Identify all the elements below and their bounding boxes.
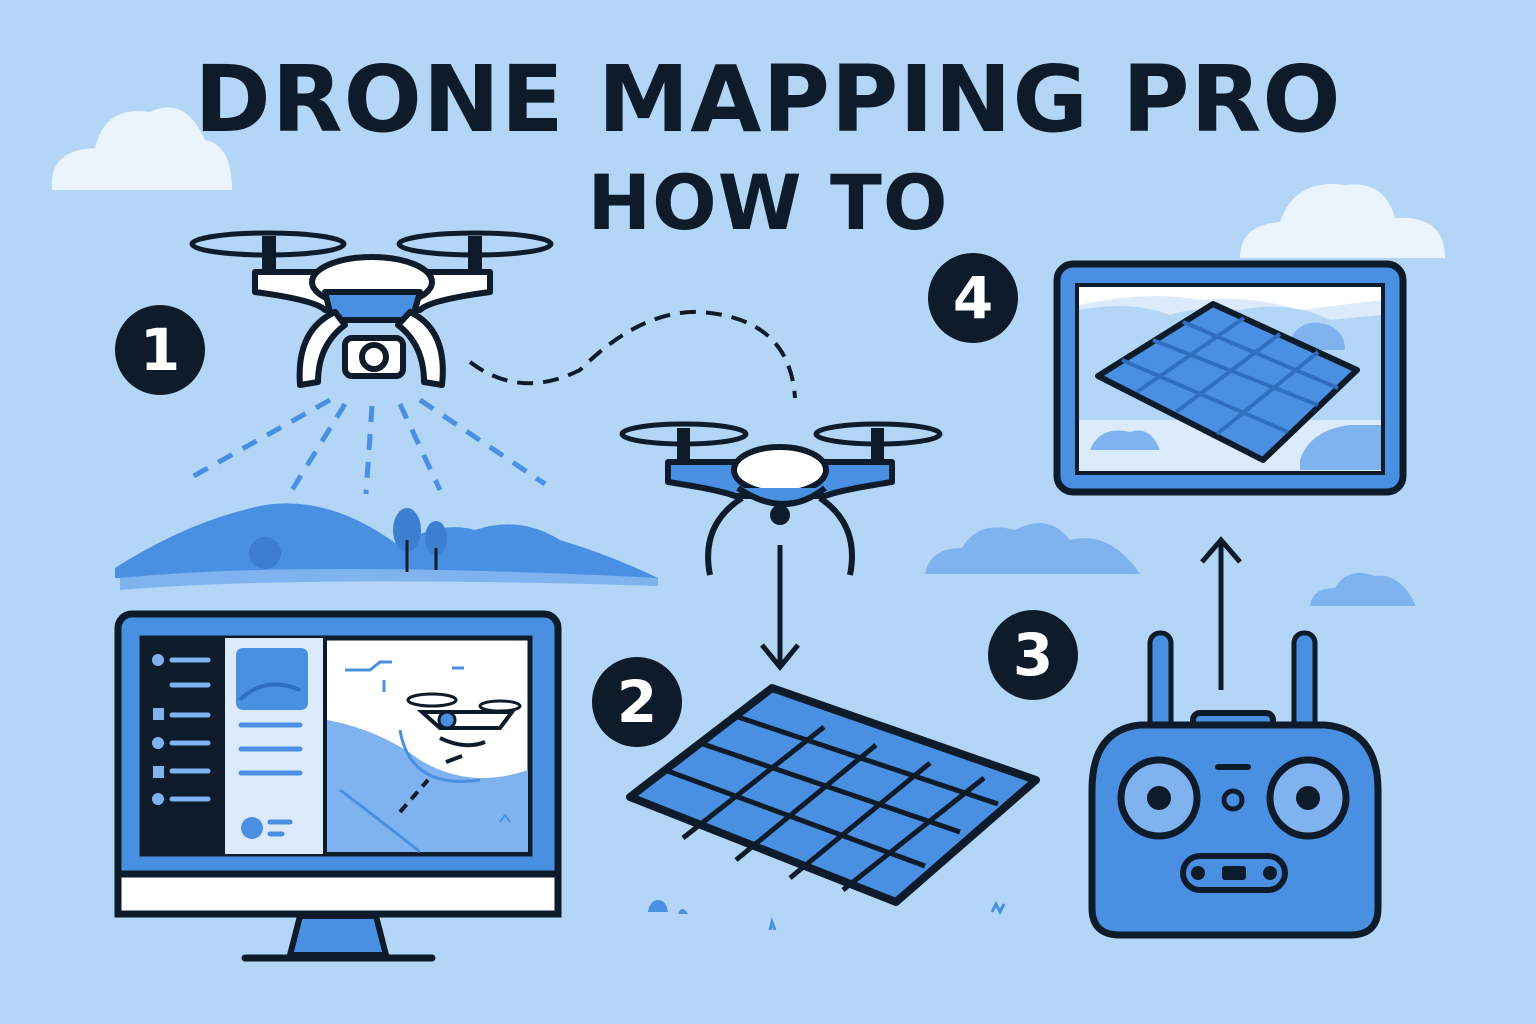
cloud-icon	[51, 107, 232, 190]
cloud-icon	[925, 522, 1140, 574]
tablet-map-icon	[1053, 260, 1407, 496]
arrow-down-icon	[760, 545, 800, 671]
monitor-icon	[114, 610, 562, 962]
arrow-up-icon	[1200, 536, 1242, 690]
landscape-icon	[115, 503, 658, 590]
step-badge-3: 3	[988, 610, 1078, 700]
flight-path	[468, 309, 797, 399]
cloud-icon	[1310, 572, 1416, 606]
page-title: DRONE MAPPING PRO	[194, 46, 1342, 153]
remote-controller-icon	[1088, 630, 1382, 939]
cloud-icon	[1240, 184, 1445, 258]
page-subtitle: HOW TO	[587, 158, 949, 247]
step-badge-1: 1	[115, 305, 205, 395]
scan-beams	[188, 397, 547, 495]
drone-camera-icon	[189, 230, 554, 388]
map-grid-icon	[626, 684, 1040, 931]
drone-icon	[619, 421, 943, 576]
step-badge-2: 2	[592, 657, 682, 747]
step-badge-4: 4	[928, 253, 1018, 343]
